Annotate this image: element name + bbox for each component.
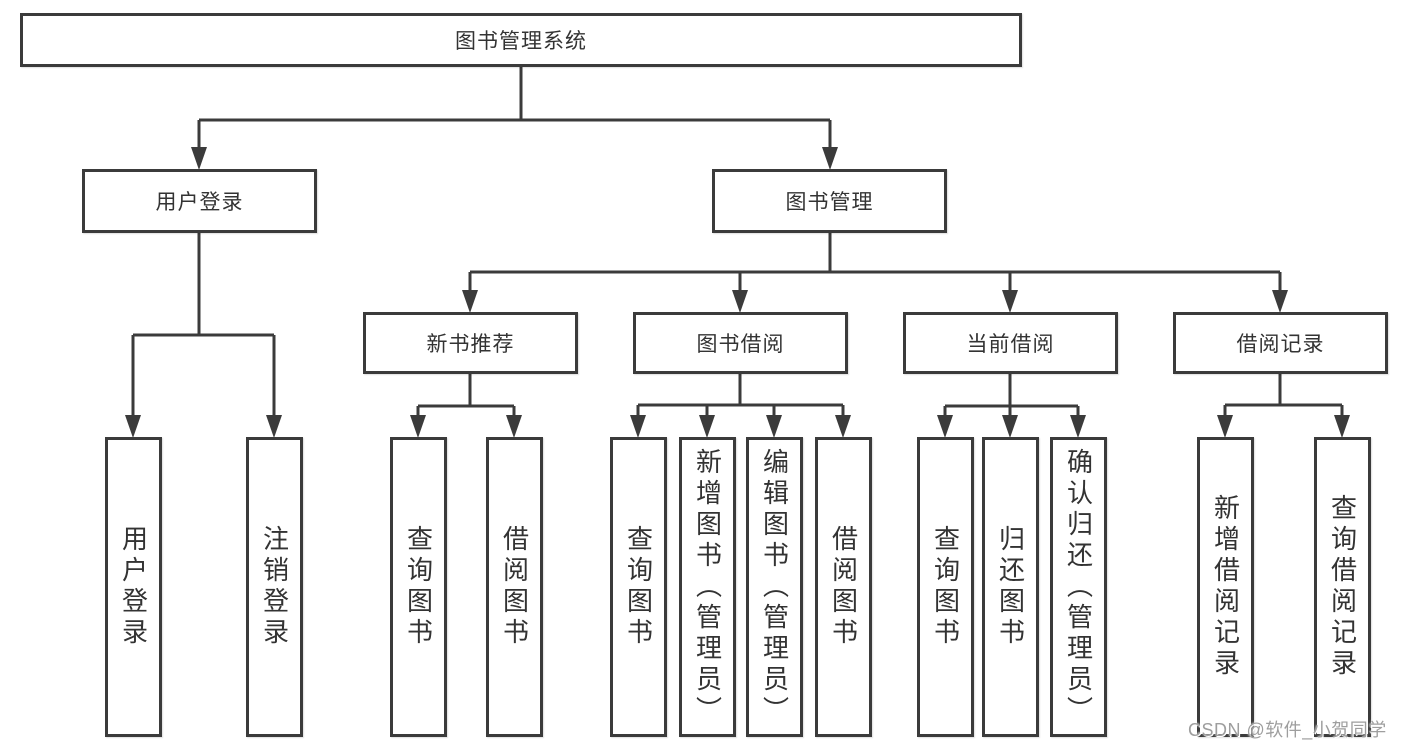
leaf-add-borrow-record: 新增借阅记录: [1197, 437, 1254, 737]
leaf-add-book-admin: 新增图书（管理员）: [679, 437, 736, 737]
leaf-edit-book-admin-label: 编辑图书（管理员）: [759, 447, 790, 727]
leaf-confirm-return-admin-label: 确认归还（管理员）: [1063, 447, 1094, 727]
connector-book-borrow: [636, 374, 845, 432]
node-borrow-records-label: 借阅记录: [1236, 333, 1325, 356]
node-book-borrow: 图书借阅: [633, 312, 848, 374]
leaf-borrow-books: 借阅图书: [815, 437, 872, 737]
node-current-borrow: 当前借阅: [903, 312, 1118, 374]
node-system-root: 图书管理系统: [20, 13, 1022, 67]
leaf-add-borrow-record-label: 新增借阅记录: [1210, 494, 1241, 680]
leaf-confirm-return-admin: 确认归还（管理员）: [1050, 437, 1107, 737]
node-borrow-records: 借阅记录: [1173, 312, 1388, 374]
connector-book-management: [468, 233, 1282, 307]
leaf-edit-book-admin: 编辑图书（管理员）: [746, 437, 803, 737]
leaf-borrow-books-recommend-label: 借阅图书: [499, 525, 530, 649]
node-new-book-recommend: 新书推荐: [363, 312, 578, 374]
node-user-login: 用户登录: [82, 169, 317, 233]
leaf-query-books-recommend-label: 查询图书: [403, 525, 434, 649]
leaf-query-borrow-record-label: 查询借阅记录: [1327, 494, 1358, 680]
connector-root: [197, 67, 832, 164]
leaf-logout-label: 注销登录: [259, 525, 290, 649]
leaf-borrow-books-label: 借阅图书: [828, 525, 859, 649]
leaf-add-book-admin-label: 新增图书（管理员）: [692, 447, 723, 727]
connector-user-login: [131, 233, 276, 432]
leaf-return-book: 归还图书: [982, 437, 1039, 737]
node-book-management: 图书管理: [712, 169, 947, 233]
leaf-borrow-books-recommend: 借阅图书: [486, 437, 543, 737]
leaf-user-login-label: 用户登录: [118, 525, 149, 649]
leaf-query-books-current-label: 查询图书: [930, 525, 961, 649]
leaf-query-books-current: 查询图书: [917, 437, 974, 737]
node-system-root-label: 图书管理系统: [455, 30, 587, 53]
node-book-borrow-label: 图书借阅: [696, 333, 785, 356]
node-book-management-label: 图书管理: [785, 191, 874, 214]
connector-borrow-records: [1223, 374, 1344, 432]
watermark-text: CSDN @软件_小贺同学: [1188, 720, 1387, 740]
leaf-query-books-borrow-label: 查询图书: [623, 525, 654, 649]
connector-new-book-recommend: [416, 374, 516, 432]
leaf-user-login: 用户登录: [105, 437, 162, 737]
leaf-logout: 注销登录: [246, 437, 303, 737]
leaf-query-books-borrow: 查询图书: [610, 437, 667, 737]
leaf-query-books-recommend: 查询图书: [390, 437, 447, 737]
leaf-return-book-label: 归还图书: [995, 525, 1026, 649]
node-current-borrow-label: 当前借阅: [966, 333, 1055, 356]
leaf-query-borrow-record: 查询借阅记录: [1314, 437, 1371, 737]
connector-current-borrow: [943, 374, 1080, 432]
node-new-book-recommend-label: 新书推荐: [426, 333, 515, 356]
node-user-login-label: 用户登录: [155, 191, 244, 214]
